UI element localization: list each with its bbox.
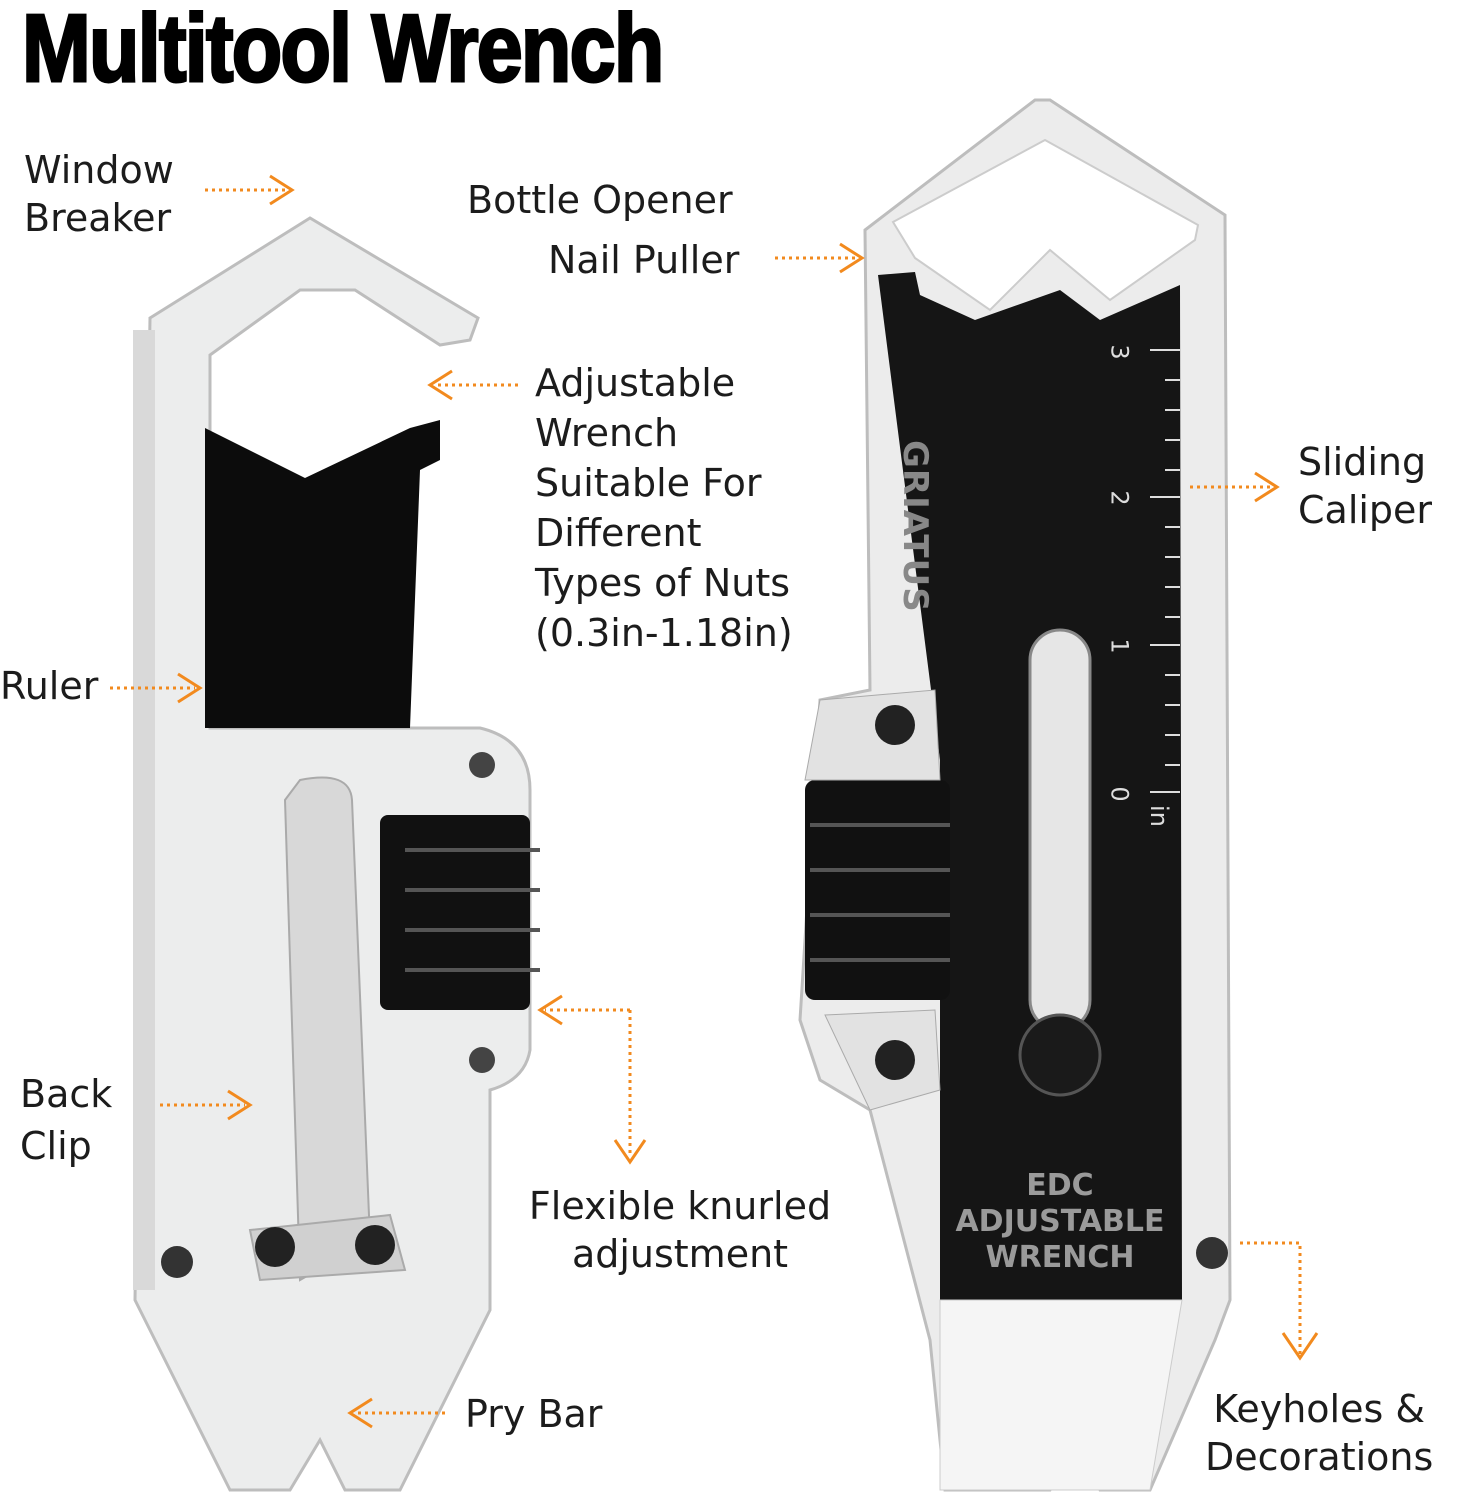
left-jaw [205,420,440,728]
label-sliding-caliper: Sliding Caliper [1298,440,1433,532]
right-wrench [798,98,1232,1492]
scale-unit: in [1144,805,1173,827]
caliper-slot [1028,628,1092,1032]
scale-2: 2 [1105,490,1134,506]
ruler-edge [133,330,155,1290]
scale-1: 1 [1105,638,1134,654]
screw [355,1225,395,1265]
left-wrench [133,216,540,1492]
label-keyholes: Keyholes & Decorations [1205,1387,1434,1479]
label-pry-bar: Pry Bar [465,1392,603,1436]
label-back-clip: Back Clip [20,1072,113,1168]
label-nail-puller: Nail Puller [548,238,740,282]
label-ruler: Ruler [0,664,99,708]
right-knurl [805,780,950,1000]
scale-3: 3 [1105,344,1134,360]
scale-0: 0 [1105,786,1134,802]
screw [255,1227,295,1267]
edc-engraving: EDC ADJUSTABLE WRENCH [955,1168,1165,1275]
label-window-breaker: Window Breaker [24,148,174,240]
callout-arrows [110,174,1319,1429]
label-flexible-knurled: Flexible knurled adjustment [528,1184,832,1276]
label-bottle-opener: Bottle Opener [467,178,733,222]
label-adjustable-wrench: Adjustable Wrench Suitable For Different… [535,361,793,655]
brand-logo: GRIATUS [895,440,935,613]
left-knurl [380,815,530,1010]
page-title: Multitool Wrench [21,0,666,104]
